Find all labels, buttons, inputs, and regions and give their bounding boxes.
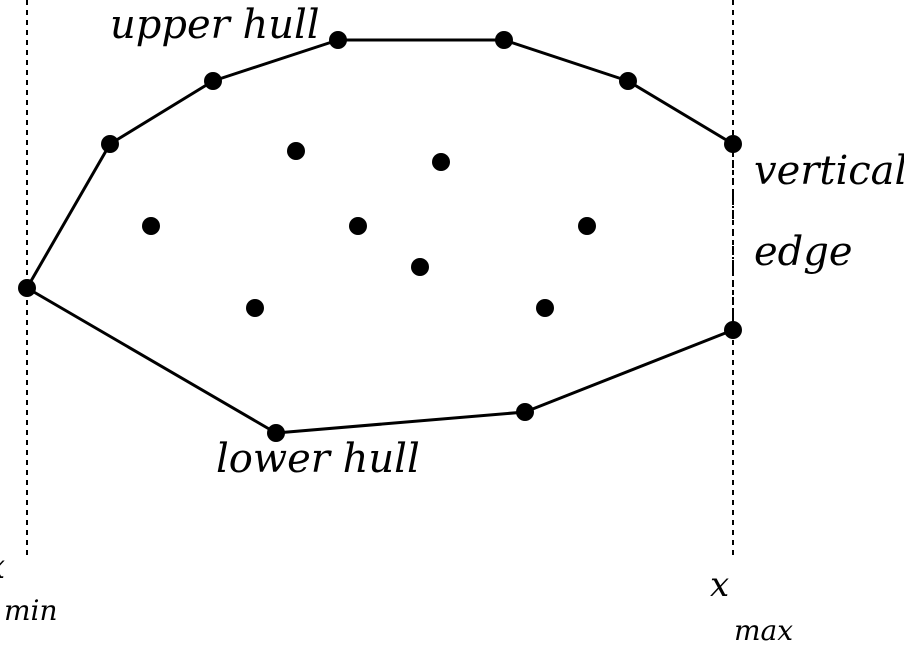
x-min-label-main: x [0,547,5,587]
x-max-label-subscript: max [734,614,793,647]
interior-point [536,299,554,317]
interior-point [349,217,367,235]
hull-vertex [724,321,742,339]
hull-vertex [204,72,222,90]
interior-point [142,217,160,235]
x-min-label-subscript: min [4,594,58,627]
lower-hull-edges [26,286,734,435]
hull-vertex [267,424,285,442]
vertical-edge-label-line1: vertical [754,148,904,194]
hull-vertex [516,403,534,421]
hull-vertex [101,135,119,153]
hull-vertex [495,31,513,49]
interior-point [432,153,450,171]
hull-vertex [619,72,637,90]
vertical-edge-label-line2: edge [754,229,853,275]
lower-hull-label: lower hull [216,436,420,482]
upper-hull-label: upper hull [110,2,320,48]
interior-point [287,142,305,160]
interior-point [246,299,264,317]
hull-vertex [18,279,36,297]
hull-vertex [329,31,347,49]
interior-point [411,258,429,276]
interior-point [578,217,596,235]
hull-vertex [724,135,742,153]
x-max-label-main: x [710,565,729,605]
